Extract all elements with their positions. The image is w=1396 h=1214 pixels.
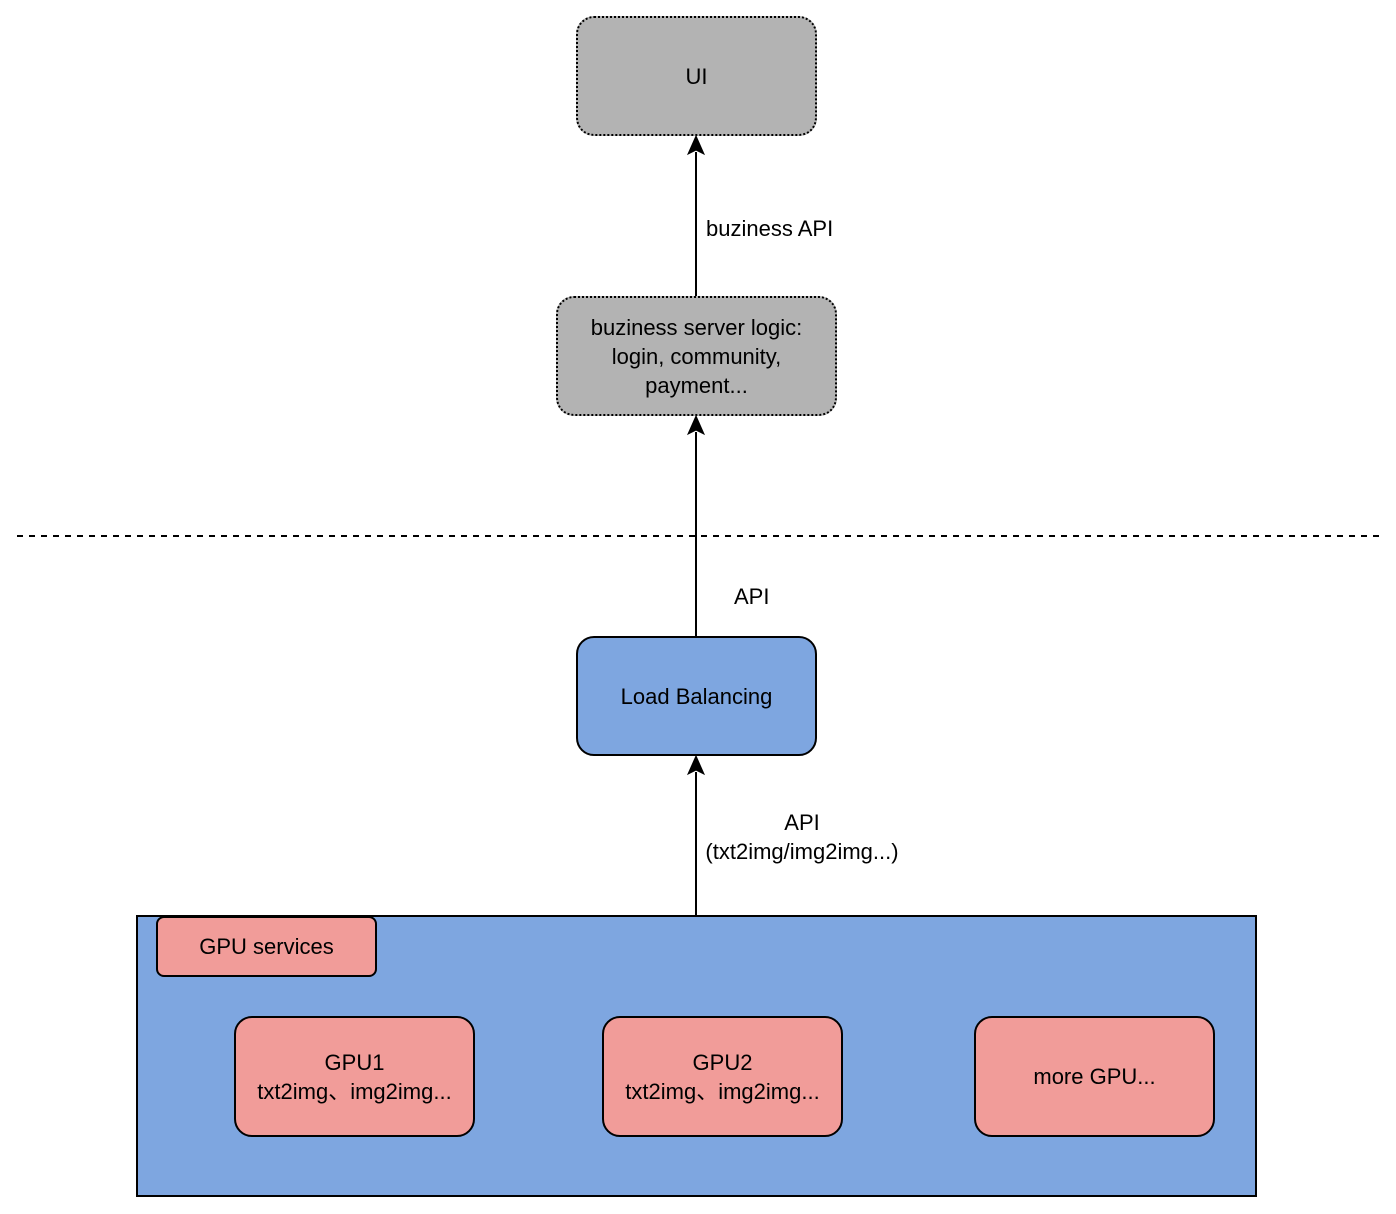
- gpu-api-edge-label-line-1: API: [784, 810, 820, 835]
- more-gpu-label: more GPU...: [1033, 1064, 1156, 1089]
- gpu2-name: GPU2: [692, 1049, 753, 1075]
- arrowhead-ui: [686, 134, 706, 156]
- ui-node: UI: [576, 16, 817, 136]
- arrowhead-load-balancing: [686, 754, 706, 776]
- business-server-node: buziness server logic: login, community,…: [556, 296, 837, 416]
- ui-node-label: UI: [685, 63, 708, 89]
- api-edge-label: API: [734, 584, 770, 609]
- arrowhead-business: [686, 414, 706, 436]
- gpu-api-edge-label-line-2: (txt2img/img2img...): [705, 839, 899, 864]
- gpu2-capabilities: txt2img、img2img...: [625, 1078, 820, 1104]
- gpu-api-edge-label: API (txt2img/img2img...): [682, 808, 922, 866]
- gpu1-node: GPU1 txt2img、img2img...: [234, 1016, 475, 1137]
- gpu2-node: GPU2 txt2img、img2img...: [602, 1016, 843, 1137]
- more-gpu-node: more GPU...: [974, 1016, 1215, 1137]
- gpu-services-title: GPU services: [199, 934, 334, 959]
- business-server-line-2: login, community,: [611, 343, 782, 369]
- gpu1-name: GPU1: [324, 1049, 385, 1075]
- business-server-line-3: payment...: [645, 372, 748, 398]
- load-balancing-node: Load Balancing: [576, 636, 817, 756]
- gpu1-capabilities: txt2img、img2img...: [257, 1078, 452, 1104]
- load-balancing-label: Load Balancing: [620, 683, 773, 709]
- gpu-services-title-box: GPU services: [156, 916, 377, 977]
- business-server-line-1: buziness server logic:: [590, 314, 803, 340]
- business-api-edge-label: buziness API: [706, 216, 834, 241]
